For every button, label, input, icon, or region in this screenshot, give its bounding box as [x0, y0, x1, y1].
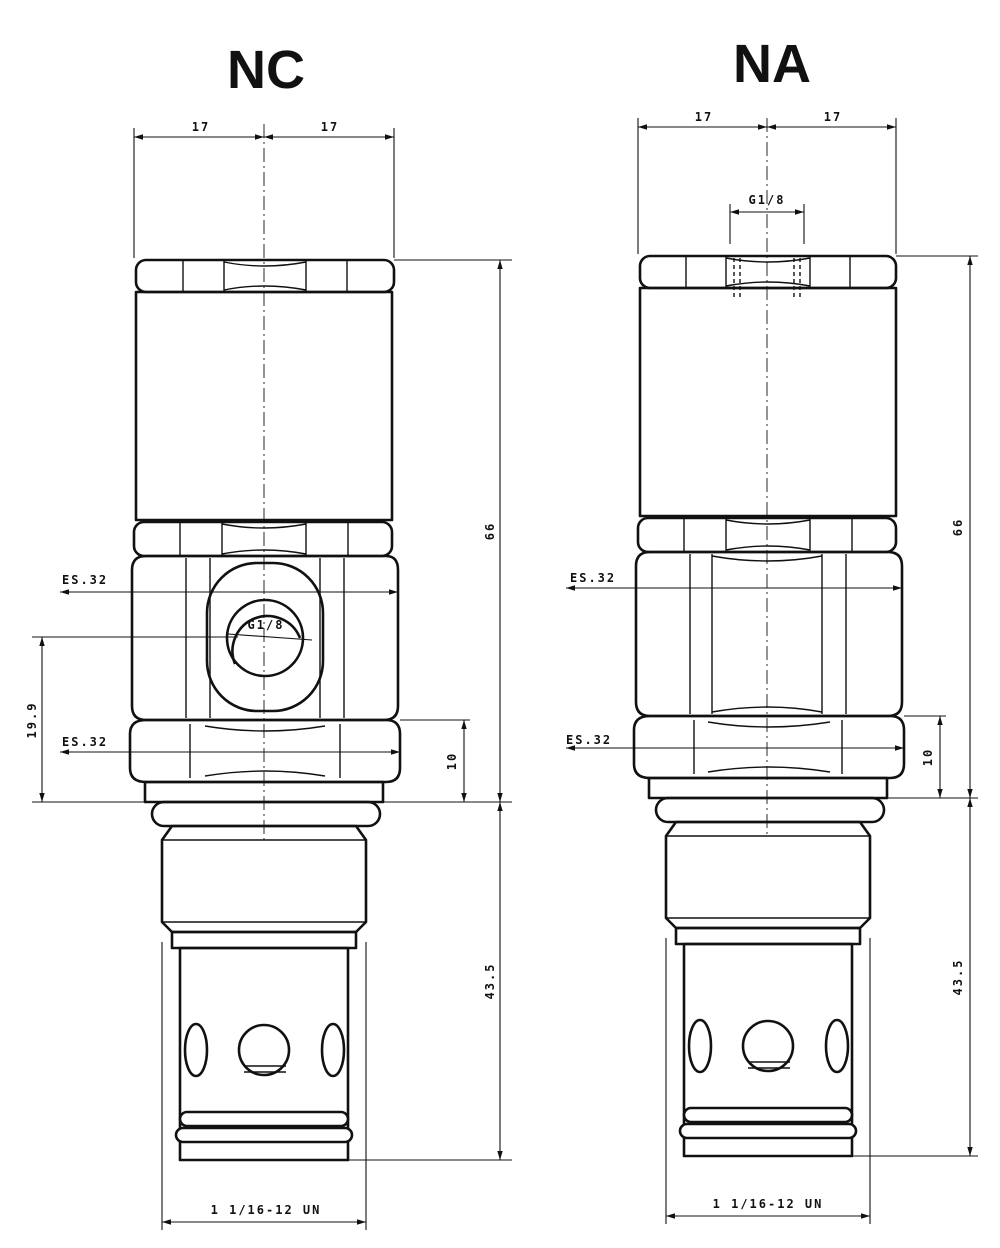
na-cartridge-port-left: [687, 1018, 713, 1074]
na-flange: [647, 776, 889, 800]
nc-neck-groove: [170, 930, 358, 950]
nc-oring-2: [174, 1126, 354, 1144]
na-total-height-label: 66: [951, 518, 965, 536]
nc-width-dimension: 17 17: [133, 120, 395, 258]
na-hex-upper-dimension: ES.32: [566, 571, 902, 591]
na-width-right-label: 17: [824, 110, 842, 124]
na-port-label: G1/8: [749, 193, 786, 207]
na-hex-height-label: 10: [921, 748, 935, 766]
na-cartridge-port-center: [741, 1019, 795, 1073]
nc-total-height-label: 66: [483, 522, 497, 540]
nc-hex-height-dimension: 10: [400, 719, 470, 802]
nc-hex-height-label: 10: [445, 752, 459, 770]
nc-port-height-dimension: 19.9: [25, 636, 238, 803]
nc-hex-ring: [132, 520, 394, 558]
na-oring-2: [678, 1122, 858, 1140]
na-hex-lower-dimension: ES.32: [566, 733, 904, 751]
na-cartridge: [682, 942, 854, 1158]
na-width-dimension: 17 17: [637, 110, 897, 254]
na-cartridge-height-label: 43.5: [951, 959, 965, 996]
nc-view: NC: [25, 40, 512, 1230]
na-body-block: [634, 550, 904, 718]
nc-cartridge-height-label: 43.5: [483, 963, 497, 1000]
nc-thread-section: [160, 824, 368, 934]
na-seal-ring: [654, 796, 886, 824]
na-cartridge-height-dimension: 43.5: [852, 798, 978, 1157]
nc-thread-dimension: 1 1/16-12 UN: [161, 942, 367, 1230]
na-total-height-dimension: 66: [887, 255, 978, 799]
nc-hex-lower-dimension: ES.32: [60, 735, 400, 755]
na-hex-lower-label: ES.32: [566, 733, 612, 747]
na-oring-1: [682, 1106, 854, 1124]
na-title: NA: [733, 34, 811, 94]
nc-lower-hex: [128, 718, 402, 784]
nc-cartridge-port-right: [320, 1022, 346, 1078]
nc-top-hex-nut: [134, 258, 396, 294]
nc-width-right-label: 17: [321, 120, 339, 134]
nc-cartridge: [178, 946, 350, 1162]
nc-width-left-label: 17: [192, 120, 210, 134]
na-thread-dimension: 1 1/16-12 UN: [665, 938, 871, 1224]
na-neck-groove: [674, 926, 862, 946]
nc-port-block: [130, 554, 400, 722]
nc-hex-upper-dimension: ES.32: [60, 573, 398, 595]
na-thread-section: [664, 820, 872, 930]
na-cartridge-port-right: [824, 1018, 850, 1074]
na-valve-body: [632, 254, 906, 1158]
na-coil: [638, 286, 898, 518]
nc-valve-body: [128, 258, 402, 1162]
nc-cartridge-port-center: [237, 1023, 291, 1077]
na-lower-hex: [632, 714, 906, 780]
na-hex-height-dimension: 10: [904, 715, 946, 798]
na-port-dimension: G1/8: [729, 193, 805, 244]
na-hex-upper-label: ES.32: [570, 571, 616, 585]
nc-port-callout: G1/8: [227, 618, 313, 641]
nc-oring-1: [178, 1110, 350, 1128]
nc-port-height-label: 19.9: [25, 702, 39, 739]
nc-thread-label: 1 1/16-12 UN: [211, 1203, 322, 1217]
nc-title: NC: [227, 40, 305, 100]
nc-hex-upper-label: ES.32: [62, 573, 108, 587]
nc-hex-lower-label: ES.32: [62, 735, 108, 749]
nc-cartridge-port-left: [183, 1022, 209, 1078]
na-thread-label: 1 1/16-12 UN: [713, 1197, 824, 1211]
nc-total-height-dimension: 66: [383, 259, 512, 803]
nc-cartridge-height-dimension: 43.5: [348, 802, 512, 1161]
na-top-hex-nut: [638, 254, 898, 290]
nc-port-label: G1/8: [248, 618, 285, 632]
na-width-left-label: 17: [695, 110, 713, 124]
nc-seal-ring: [150, 800, 382, 828]
nc-port-hole: [225, 598, 305, 678]
na-view: NA: [566, 34, 978, 1224]
